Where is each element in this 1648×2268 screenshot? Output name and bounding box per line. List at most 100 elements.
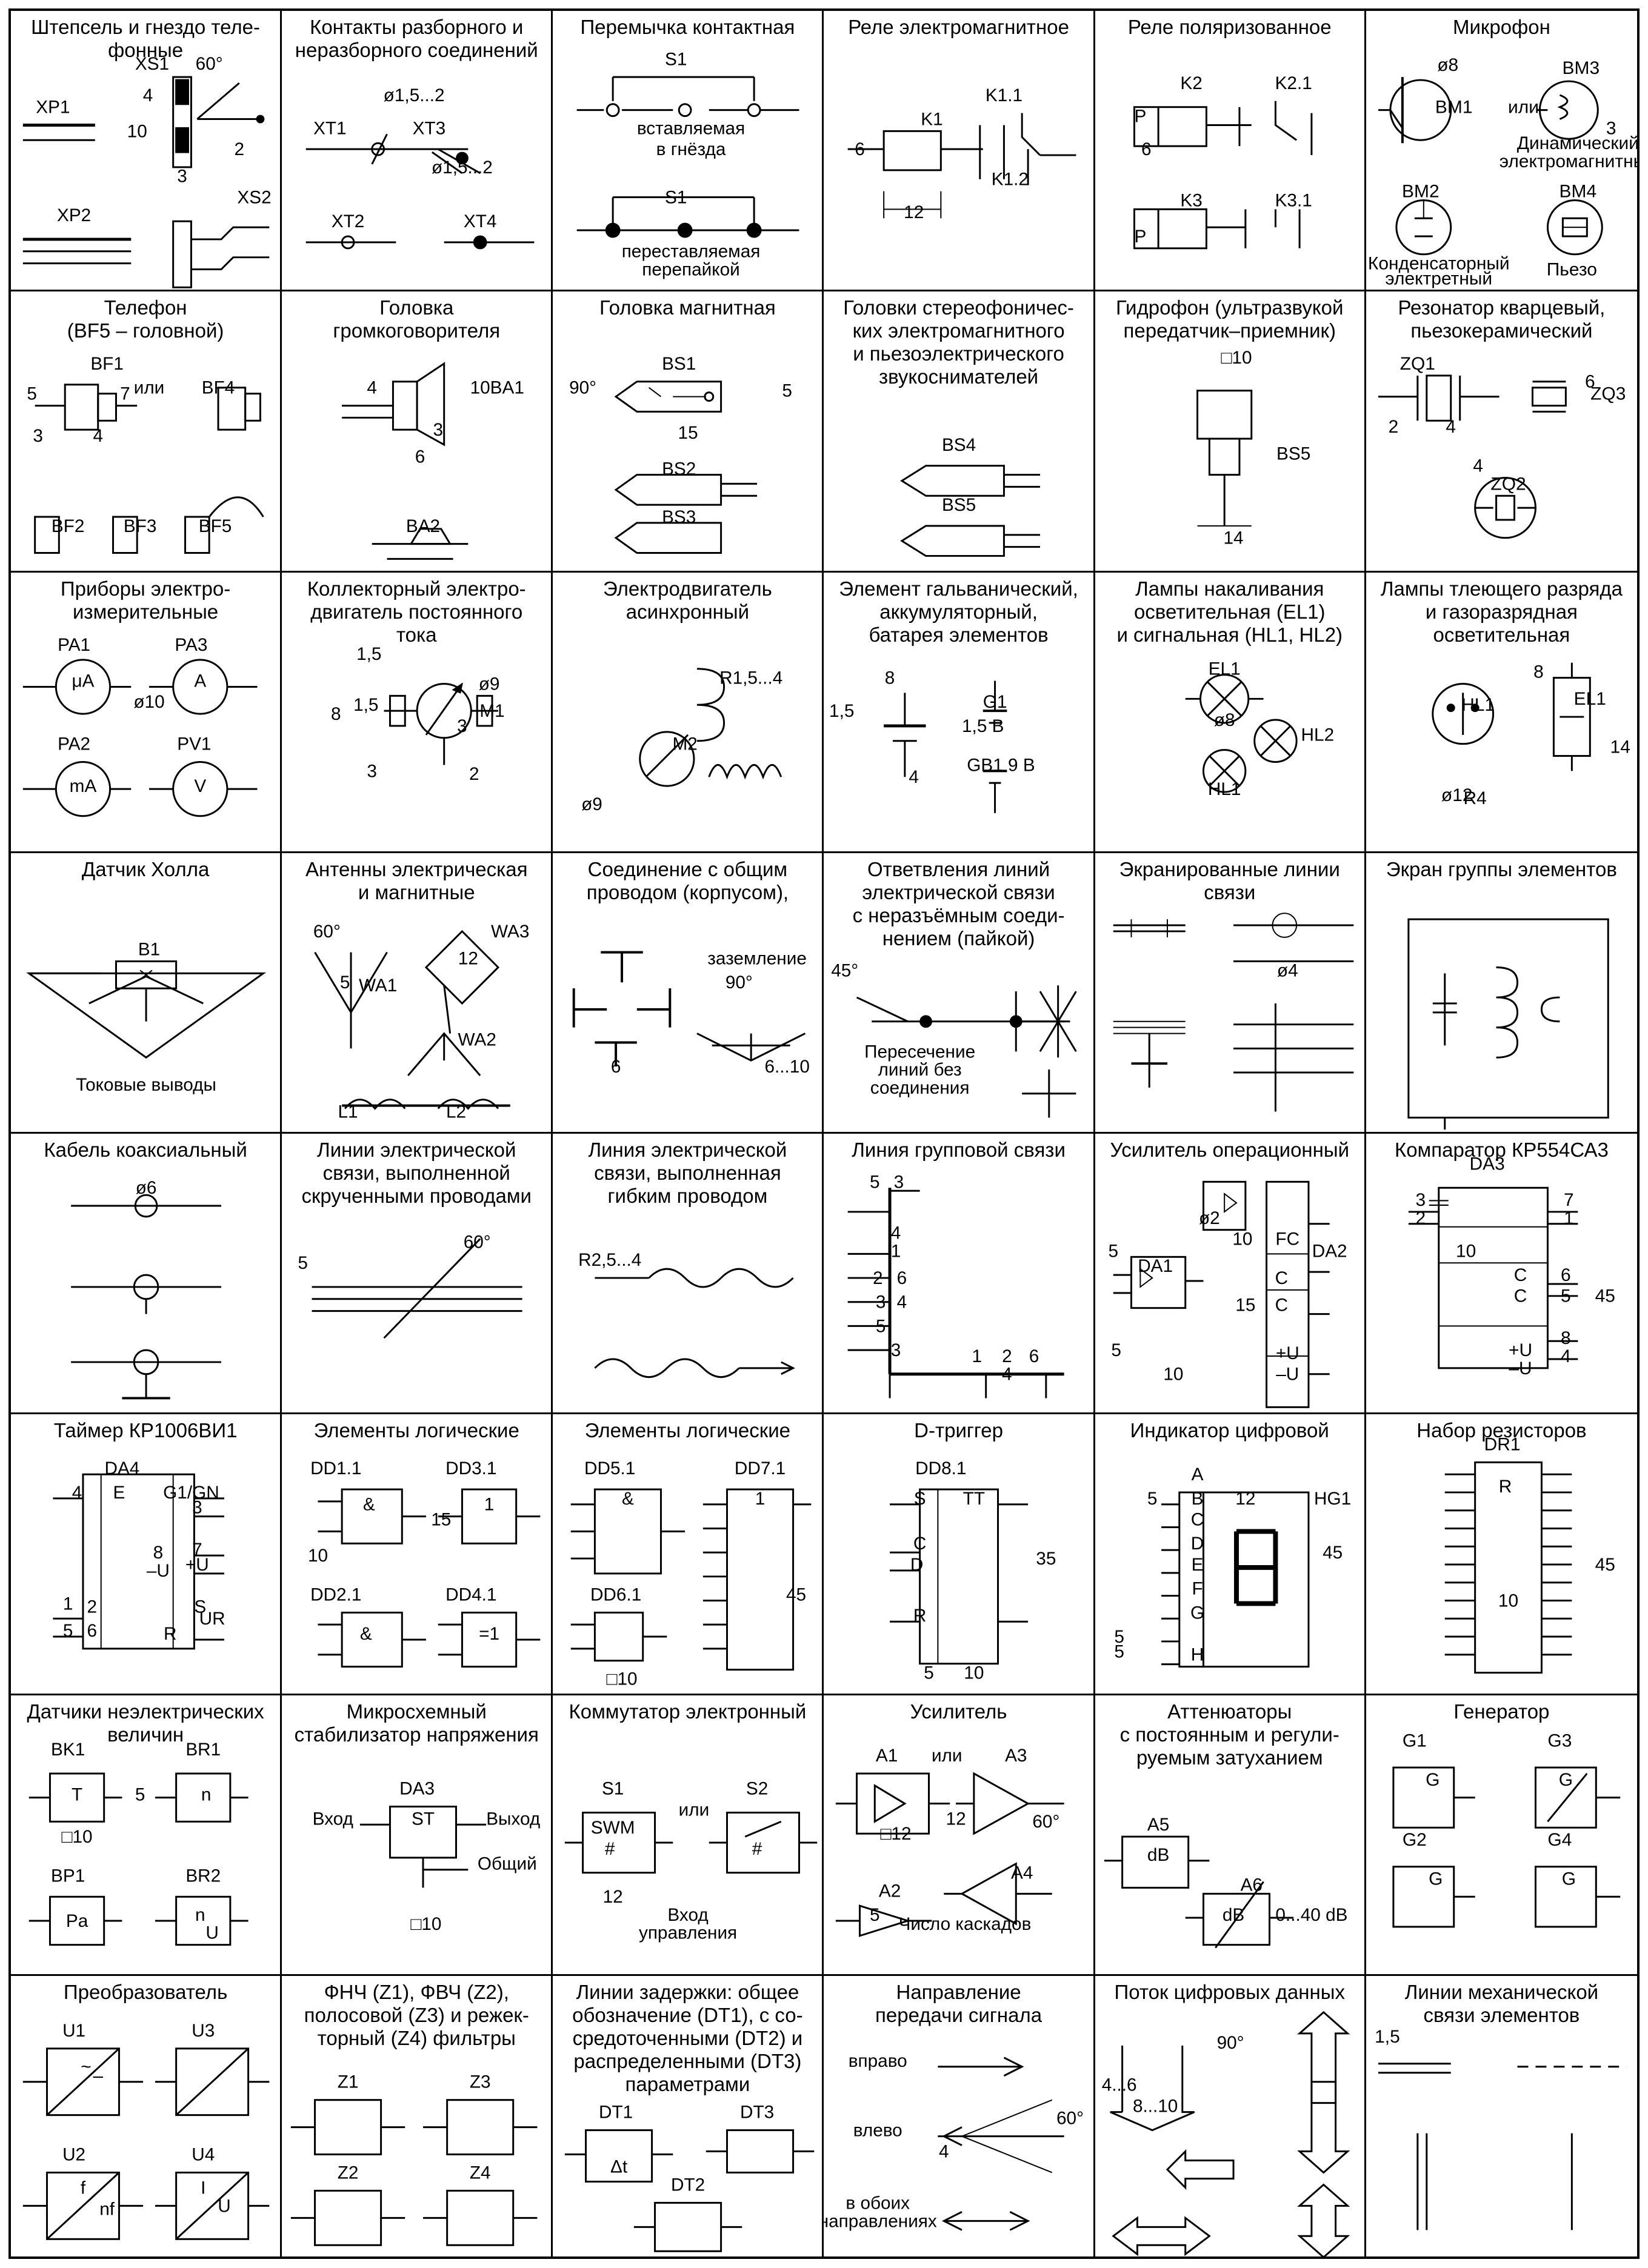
- symbol-label: HL2: [1301, 725, 1334, 745]
- symbol-graphic: [856, 985, 1078, 1118]
- symbol-label: 12: [904, 202, 924, 222]
- symbol-label: DA3: [399, 1778, 435, 1798]
- symbol-cell-c41: Аттенюаторы с постоянным и регули- руемы…: [1095, 1695, 1366, 1976]
- cell-title: Датчик Холла: [81, 857, 210, 880]
- symbol-label: S2: [746, 1778, 768, 1798]
- symbol-label: 10: [1498, 1591, 1518, 1611]
- symbol-label: n: [201, 1784, 212, 1804]
- symbol-label: BA1: [490, 378, 524, 398]
- symbol-label: K3.1: [1275, 190, 1312, 210]
- symbol-label: XT4: [464, 211, 497, 231]
- symbol-label: DD3.1: [445, 1458, 496, 1478]
- symbol-label: электретный: [1385, 268, 1492, 288]
- symbol-graphic: [938, 2057, 1065, 2231]
- symbol-label: 8: [1561, 1328, 1571, 1348]
- symbol-label: 15: [678, 423, 698, 443]
- symbol-label: –: [93, 2066, 103, 2086]
- symbol-label: EL1: [1573, 689, 1606, 709]
- symbol-graphic: [565, 1811, 818, 1874]
- symbol-label: 4...6: [1101, 2075, 1136, 2095]
- symbol-label: 6: [1141, 139, 1152, 159]
- symbol-label: 7: [192, 1540, 202, 1560]
- symbol-label: 1: [484, 1495, 495, 1515]
- symbol-label: G1: [983, 692, 1007, 712]
- symbol-label: DT1: [599, 2102, 633, 2122]
- symbol-label: 6: [87, 1621, 98, 1641]
- symbol-label: T: [72, 1784, 82, 1804]
- symbol-label: R4: [1463, 788, 1486, 808]
- symbol-label: □10: [411, 1914, 442, 1934]
- cell-title: Соединение с общим проводом (корпусом),: [586, 857, 789, 903]
- cell-title: Штепсель и гнездо теле- фонные: [31, 16, 260, 61]
- symbol-graphic: [1408, 1186, 1578, 1369]
- symbol-label: 5: [1108, 1241, 1118, 1261]
- symbol-label: BS1: [662, 354, 696, 374]
- symbol-label: U3: [192, 2020, 215, 2040]
- symbol-label: 5: [1114, 1642, 1124, 1662]
- symbol-label: S1: [602, 1778, 624, 1798]
- symbol-label: R: [164, 1624, 176, 1644]
- symbol-label: DD2.1: [310, 1585, 361, 1605]
- symbol-drawing-mechlink: 1,5: [1375, 2027, 1627, 2230]
- symbol-label: K2.1: [1275, 73, 1312, 93]
- symbol-label: BS2: [662, 459, 696, 479]
- symbol-label: 14: [1610, 737, 1630, 757]
- symbol-label: 8: [331, 704, 341, 724]
- symbol-label: P: [1134, 227, 1146, 247]
- symbol-label: Общий: [478, 1854, 537, 1874]
- symbol-graphic: [1133, 101, 1313, 250]
- symbol-label: вправо: [849, 2050, 907, 2070]
- symbol-label: ø1,5...2: [432, 158, 493, 178]
- symbol-graphic: [71, 1194, 221, 1400]
- symbol-graphic: [314, 929, 510, 1110]
- symbol-label: Z4: [470, 2163, 491, 2183]
- symbol-label: G3: [1547, 1731, 1572, 1751]
- symbol-label: Пьезо: [1547, 260, 1597, 280]
- symbol-cell-c02: Контакты разборного и неразборного соеди…: [282, 11, 553, 292]
- symbol-label: BR2: [185, 1866, 221, 1886]
- symbol-label: K1.1: [986, 85, 1022, 105]
- symbol-label: DT3: [740, 2102, 774, 2122]
- cell-title: Микрофон: [1453, 16, 1550, 38]
- cell-title: Таймер КР1006ВИ1: [53, 1419, 238, 1442]
- symbol-label: G: [1562, 1869, 1576, 1889]
- symbol-label: U4: [192, 2144, 215, 2164]
- symbol-label: S: [914, 1489, 926, 1509]
- symbol-label: ø12: [1441, 785, 1473, 805]
- symbol-label: G4: [1547, 1830, 1572, 1850]
- symbol-label: &: [622, 1489, 634, 1509]
- symbol-label: 15: [1235, 1295, 1255, 1315]
- symbol-label: 5: [924, 1663, 935, 1683]
- symbol-graphic: [312, 1238, 522, 1339]
- symbol-label: BM4: [1559, 182, 1596, 202]
- cell-title: Аттенюаторы с постоянным и регули- руемы…: [1119, 1700, 1339, 1769]
- symbol-label: U1: [62, 2020, 85, 2040]
- symbol-label: PA2: [58, 734, 90, 754]
- cell-title: Приборы электро- измерительные: [60, 577, 231, 623]
- symbol-label: 4: [939, 2141, 950, 2161]
- symbol-label: A4: [1011, 1863, 1033, 1883]
- symbol-graphic: [53, 1473, 224, 1650]
- symbol-label: HG1: [1314, 1489, 1351, 1509]
- symbol-label: Δt: [610, 2157, 628, 2177]
- symbol-graphic: [1104, 1835, 1293, 1948]
- symbol-label: C: [1275, 1268, 1287, 1288]
- symbol-label: XT1: [313, 118, 347, 138]
- symbol-label: DD8.1: [916, 1458, 967, 1478]
- cell-title: Преобразователь: [63, 1980, 228, 2003]
- symbol-label: R2,5...4: [578, 1250, 641, 1270]
